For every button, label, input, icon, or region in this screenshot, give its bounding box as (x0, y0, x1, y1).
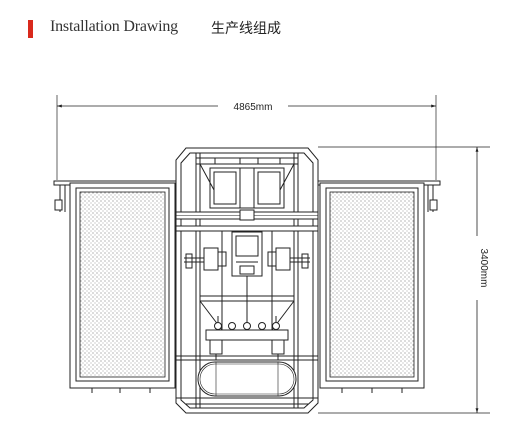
width-dimension (56, 95, 437, 180)
accent-bar (28, 20, 33, 38)
central-machine (175, 147, 319, 414)
right-filter-panel (317, 180, 441, 393)
height-label: 3400mm (478, 249, 489, 288)
left-filter-panel (53, 180, 178, 393)
width-label: 4865mm (234, 102, 273, 113)
title-english: Installation Drawing (50, 18, 178, 35)
title-chinese: 生产线组成 (211, 21, 281, 37)
height-dimension (318, 146, 490, 414)
header: Installation Drawing 生产线组成 (0, 12, 513, 46)
